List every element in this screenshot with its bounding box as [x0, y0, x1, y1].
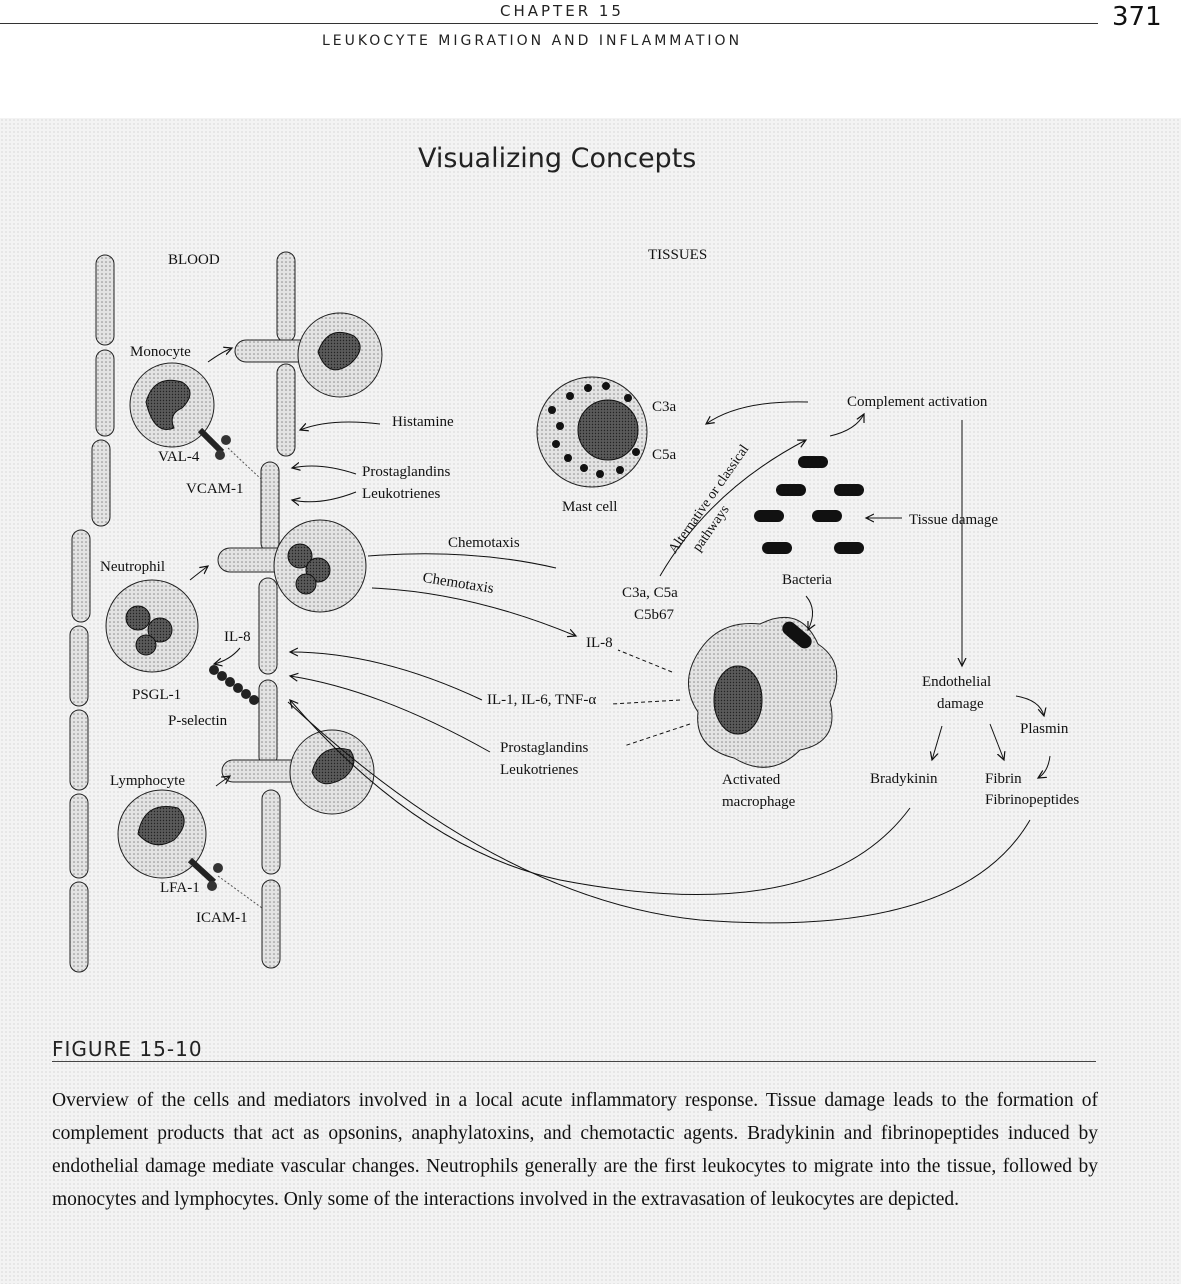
label-il8: IL-8 — [586, 635, 613, 651]
label-prostaglandins-top: Prostaglandins — [362, 464, 451, 480]
chapter-heading: CHAPTER 15 — [500, 2, 624, 20]
mast-cell — [536, 376, 648, 488]
figure-caption: Overview of the cells and mediators invo… — [52, 1090, 1098, 1210]
label-leukotrienes-top: Leukotrienes — [362, 486, 441, 502]
label-val4: VAL-4 — [158, 449, 200, 465]
adhesion-ligands — [217, 447, 263, 909]
mediator-arrows — [189, 348, 1051, 924]
label-neutrophil: Neutrophil — [100, 559, 165, 575]
label-lymphocyte: Lymphocyte — [110, 773, 185, 789]
label-fibrinopeptides: Fibrinopeptides — [985, 792, 1080, 808]
label-c5b67: C5b67 — [634, 607, 675, 623]
panel-title: Visualizing Concepts — [418, 143, 697, 174]
label-icam1: ICAM-1 — [196, 910, 248, 926]
neutrophil-transmigrating — [217, 519, 367, 613]
label-complement-activation: Complement activation — [847, 394, 988, 410]
activated-macrophage — [688, 616, 838, 768]
label-bradykinin: Bradykinin — [870, 771, 938, 787]
label-pselectin: P-selectin — [168, 713, 228, 729]
label-il1-il6-tnf: IL-1, IL-6, TNF-α — [487, 692, 597, 708]
label-chemotaxis-1: Chemotaxis — [448, 535, 520, 551]
label-leukotrienes-bottom: Leukotrienes — [500, 762, 579, 778]
label-fibrin: Fibrin — [985, 771, 1022, 787]
label-blood: BLOOD — [168, 252, 220, 268]
label-damage: damage — [937, 696, 984, 712]
label-psgl1: PSGL-1 — [132, 687, 182, 703]
label-histamine: Histamine — [392, 414, 454, 430]
figure-label: FIGURE 15-10 — [52, 1037, 203, 1061]
label-mast-cell: Mast cell — [562, 499, 618, 515]
header-rule — [0, 23, 1098, 24]
label-monocyte: Monocyte — [130, 344, 191, 360]
neutrophil-in-blood — [105, 579, 259, 705]
lymphocyte-in-blood — [117, 789, 223, 891]
label-tissue-damage: Tissue damage — [909, 512, 999, 528]
label-c3a-c5a: C3a, C5a — [622, 585, 678, 601]
label-tissues: TISSUES — [648, 247, 708, 263]
label-il8-left: IL-8 — [224, 629, 251, 645]
label-activated: Activated — [722, 772, 781, 788]
label-bacteria: Bacteria — [782, 572, 832, 588]
label-c5a: C5a — [652, 447, 677, 463]
monocyte-transmigrating — [234, 312, 383, 398]
label-lfa1: LFA-1 — [160, 880, 200, 896]
bacteria-cluster — [754, 456, 864, 554]
figure-rule — [52, 1061, 1096, 1062]
page-number: 371 — [1112, 2, 1162, 32]
label-endothelial: Endothelial — [922, 674, 992, 690]
figure-panel — [0, 118, 1181, 1284]
label-macrophage: macrophage — [722, 794, 796, 810]
label-plasmin: Plasmin — [1020, 721, 1069, 737]
vessel-wall-left — [69, 254, 115, 973]
chapter-subtitle: LEUKOCYTE MIGRATION AND INFLAMMATION — [322, 33, 743, 49]
lymphocyte-transmigrating — [221, 729, 375, 815]
vessel-wall-right — [258, 251, 296, 969]
label-vcam1: VCAM-1 — [186, 481, 244, 497]
monocyte-in-blood — [129, 362, 231, 460]
label-c3a: C3a — [652, 399, 677, 415]
label-prostaglandins-bottom: Prostaglandins — [500, 740, 589, 756]
